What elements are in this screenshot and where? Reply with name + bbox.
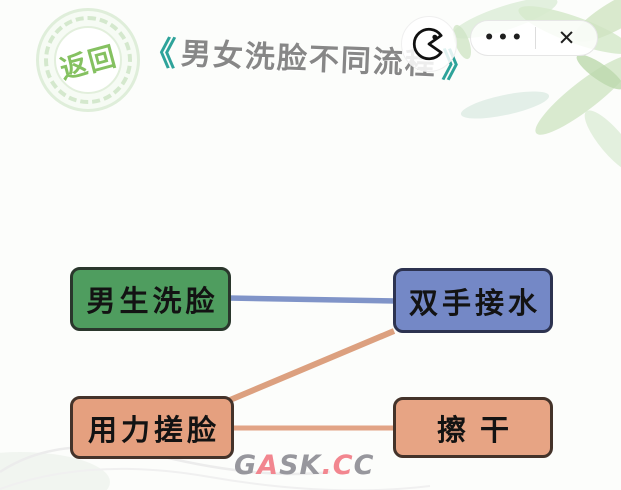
close-button[interactable]: ✕: [557, 25, 576, 50]
watermark-letter: A: [257, 450, 280, 481]
pacman-icon: [412, 27, 443, 61]
watermark-letter: S: [279, 450, 300, 481]
site-watermark: GASK.CC: [234, 450, 374, 481]
connection-orange-diagonal: [228, 328, 396, 403]
puzzle-node-dry[interactable]: 擦干: [393, 397, 553, 458]
title-bracket-left: 《: [142, 33, 177, 74]
watermark-letter: G: [234, 450, 258, 481]
back-button-label: 返回: [56, 40, 121, 86]
floating-game-icon[interactable]: [401, 16, 457, 72]
watermark-letter: .: [321, 450, 333, 481]
back-button-ornate-ring: [44, 16, 132, 104]
capsule-divider: [535, 27, 536, 49]
watermark-letter: K: [299, 450, 322, 481]
back-button[interactable]: 返回: [36, 8, 140, 112]
page-title: 男女洗脸不同流程: [180, 36, 438, 82]
window-capsule: ••• ✕: [470, 20, 598, 56]
watermark-letter: C: [353, 450, 375, 481]
connection-blue: [227, 295, 398, 304]
more-menu-button[interactable]: •••: [483, 27, 526, 48]
puzzle-node-rub-face[interactable]: 用力搓脸: [70, 396, 234, 459]
puzzle-node-men-wash-face[interactable]: 男生洗脸: [70, 267, 231, 331]
back-button-inner-circle: [54, 26, 122, 94]
puzzle-node-catch-water[interactable]: 双手接水: [393, 268, 553, 333]
watermark-letter: C: [332, 450, 354, 481]
